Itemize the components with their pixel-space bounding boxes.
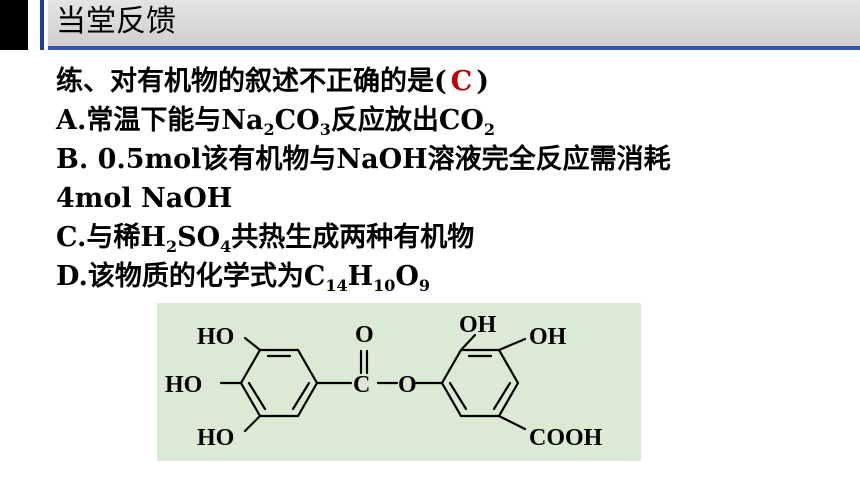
label-carbonyl-o: O xyxy=(355,322,374,348)
paren-open: ( xyxy=(434,66,447,97)
option-d: D.该物质的化学式为C14H10O9 xyxy=(56,261,431,295)
option-d-text: O xyxy=(395,261,419,292)
blue-accent-rule xyxy=(40,0,44,50)
option-a-sub: 2 xyxy=(483,120,495,139)
label-ho-top: HO xyxy=(197,324,235,350)
option-b-line2: 4mol NaOH xyxy=(56,183,233,214)
paren-close: ) xyxy=(476,66,490,97)
bond-ho-bottom xyxy=(243,414,262,433)
option-c-text: C.与稀H xyxy=(56,222,166,253)
option-a-text: A.常温下能与Na xyxy=(56,105,264,136)
question-text: 练、对有机物的叙述不正确的是 xyxy=(56,66,434,97)
label-cooh: COOH xyxy=(529,425,603,451)
option-d-sub: 9 xyxy=(418,276,431,295)
structural-formula: HO HO HO O C O OH OH COOH xyxy=(157,303,641,461)
option-c: C.与稀H2SO4共热生成两种有机物 xyxy=(56,222,475,256)
option-c-sub: 2 xyxy=(165,237,178,256)
question-stem: 练、对有机物的叙述不正确的是(C) xyxy=(56,66,489,98)
left-ring-double-bond xyxy=(291,381,311,411)
label-ho-mid: HO xyxy=(165,372,203,398)
option-d-sub: 14 xyxy=(325,276,348,295)
label-oh-right: OH xyxy=(529,324,567,350)
right-ring-double-bond xyxy=(492,381,512,411)
bond-oh-upper xyxy=(459,333,477,352)
header-band xyxy=(48,0,860,50)
option-a-text: CO xyxy=(274,105,320,136)
right-ring-double-bond xyxy=(448,381,468,411)
answer-mark: C xyxy=(450,66,473,97)
option-b-line1: B. 0.5mol该有机物与NaOH溶液完全反应需消耗 xyxy=(56,144,671,175)
label-oh-upper: OH xyxy=(459,312,497,338)
page-title: 当堂反馈 xyxy=(56,4,176,39)
option-c-sub: 4 xyxy=(220,237,232,256)
option-a: A.常温下能与Na2CO3反应放出CO2 xyxy=(56,105,495,139)
bond-cooh xyxy=(497,414,527,431)
option-a-sub: 2 xyxy=(263,120,275,139)
option-d-text: D.该物质的化学式为C xyxy=(56,261,326,292)
left-ring-double-bond xyxy=(247,381,267,411)
option-c-text: SO xyxy=(177,222,221,253)
option-a-sub: 3 xyxy=(319,120,331,139)
structure-bonds xyxy=(219,333,527,433)
option-a-text: 反应放出CO xyxy=(330,105,484,136)
option-d-sub: 10 xyxy=(373,276,396,295)
label-ester-o: O xyxy=(398,372,417,398)
option-c-text: 共热生成两种有机物 xyxy=(231,222,475,253)
option-d-text: H xyxy=(347,261,374,292)
label-ho-bottom: HO xyxy=(197,425,235,451)
bond-oh-right xyxy=(497,337,527,352)
right-ring xyxy=(440,348,520,418)
left-ring xyxy=(239,348,319,418)
left-accent-bar xyxy=(0,0,28,50)
label-carbon: C xyxy=(353,372,371,398)
bond-ho-top xyxy=(243,336,262,352)
